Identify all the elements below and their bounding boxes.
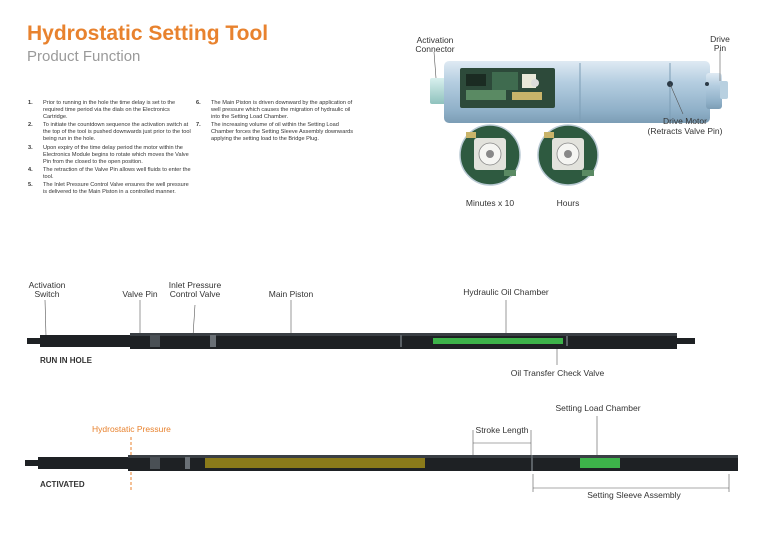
steps-list-left: 1. Prior to running in the hole the time … [28,100,193,197]
step-item: 5. The Inlet Pressure Control Valve ensur… [28,182,193,196]
stroke-length-label: Stroke Length [475,425,529,435]
inlet-valve-label: Inlet Pressure Control Valve [168,280,222,299]
step-number: 3. [28,144,33,151]
setting-load-fill [580,458,620,468]
setting-sleeve-label: Setting Sleeve Assembly [587,490,681,500]
step-text: The Main Piston is driven downward by th… [211,100,353,121]
tool-section-upper [38,457,128,469]
step-text: Upon expiry of the time delay period the… [43,144,189,165]
tool-body [130,333,677,349]
activated-label: ACTIVATED [40,480,85,489]
electronics-module-diagram [430,50,728,186]
page-title: Hydrostatic Setting Tool [27,22,269,45]
step-number: 2. [28,122,33,129]
drive-motor-label: Drive Motor [663,116,707,126]
hydraulic-oil-fill [433,338,563,344]
step-number: 7. [196,122,201,129]
hours-label: Hours [556,198,580,208]
activation-switch-label: Activation Switch [28,280,66,299]
minutes-label: Minutes x 10 [465,198,515,208]
step-number: 1. [28,100,33,106]
minutes-dial [459,124,521,186]
step-text: The Inlet Pressure Control Valve ensures… [43,182,189,196]
drive-pin-shape [720,81,728,99]
activated-diagram [25,416,738,492]
drive-motor-note: (Retracts Valve Pin) [647,126,723,136]
check-valve-label: Oil Transfer Check Valve [510,368,605,378]
run-in-hole-label: RUN IN HOLE [40,356,92,365]
activation-connector-shape [430,78,448,104]
steps-list-right: 6. The Main Piston is driven downward by … [196,100,356,145]
hydraulic-chamber-label: Hydraulic Oil Chamber [463,287,549,297]
tool-tip [27,338,41,344]
step-item: 3. Upon expiry of the time delay period t… [28,145,193,166]
step-number: 4. [28,166,33,173]
setting-load-chamber-label: Setting Load Chamber [555,403,641,413]
hours-dial [537,124,599,186]
step-item: 2. To initiate the countdown sequence the… [28,122,193,143]
step-number: 5. [28,182,33,189]
tool-tip [25,460,39,466]
step-item: 7. The increasing volume of oil within th… [196,122,356,143]
step-item: 6. The Main Piston is driven downward by … [196,100,356,121]
oil-displaced-fill [205,458,425,468]
step-item: 1. Prior to running in the hole the time … [28,100,193,121]
activation-connector-label: Activation Connector [415,35,455,54]
step-text: Prior to running in the hole the time de… [43,100,176,121]
step-text: To initiate the countdown sequence the a… [43,122,191,143]
drive-end [706,73,722,109]
step-text: The retraction of the Valve Pin allows w… [43,166,191,180]
page-subtitle: Product Function [27,48,141,65]
step-number: 6. [196,100,201,106]
tool-section-upper [40,335,130,347]
tool-end [677,338,695,344]
drive-pin-label: Drive Pin [710,34,730,53]
step-text: The increasing volume of oil within the … [211,122,354,143]
hydrostatic-pressure-label: Hydrostatic Pressure [92,424,171,434]
valve-pin-label: Valve Pin [122,289,158,299]
step-item: 4. The retraction of the Valve Pin allows… [28,167,193,181]
run-in-hole-diagram [27,299,695,365]
main-piston-label: Main Piston [268,289,314,299]
